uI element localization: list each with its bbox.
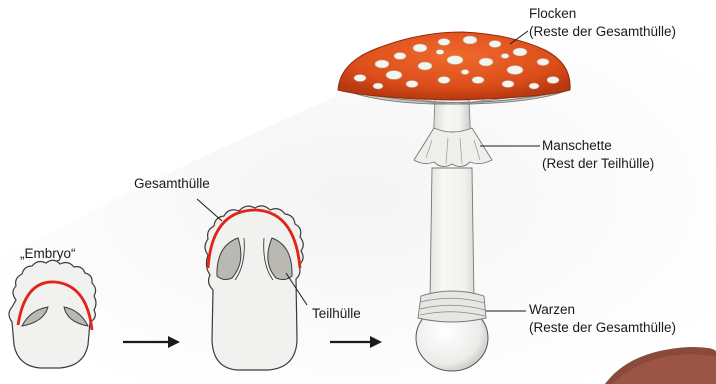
embryo-body <box>9 260 96 368</box>
mushroom-warts-ring <box>418 291 486 322</box>
label-embryo: „Embryo“ <box>20 245 76 262</box>
label-flocken-note: (Reste der Gesamthülle) <box>529 23 676 40</box>
label-manschette-note: (Rest der Teilhülle) <box>542 155 654 172</box>
label-warzen: Warzen <box>529 301 575 318</box>
embryo-stage <box>9 260 96 368</box>
label-gesamthuelle: Gesamthülle <box>134 175 210 192</box>
label-warzen-note: (Reste der Gesamthülle) <box>529 319 676 336</box>
young-stage <box>205 206 303 370</box>
label-flocken: Flocken <box>529 5 576 22</box>
label-teilhuelle: Teilhülle <box>312 305 361 322</box>
label-manschette: Manschette <box>542 137 612 154</box>
